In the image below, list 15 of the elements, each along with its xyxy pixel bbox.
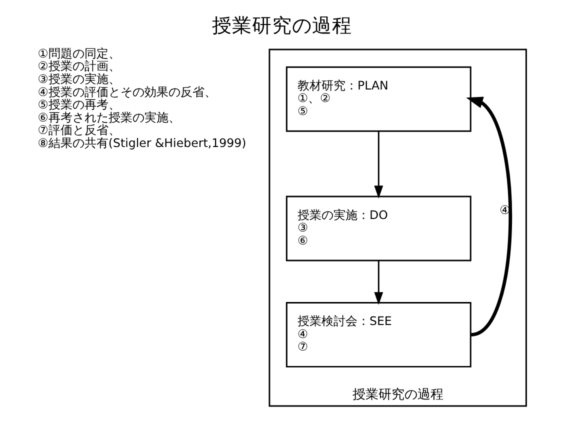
node-box: 授業検討会：SEE ④ ⑦ [285, 302, 471, 368]
arrow [374, 131, 383, 198]
diagram-title: 授業研究の過程 [212, 14, 352, 37]
node-box: 教材研究：PLAN ①、② ⑤ [285, 66, 471, 132]
node-box: 授業の実施：DO ③ ⑥ [285, 196, 471, 262]
label: ④授業の評価とその効果の反省、 [37, 84, 216, 99]
label: ②授業の計画、 [37, 59, 120, 74]
label: ⑤授業の再考、 [37, 98, 120, 112]
arrow [374, 260, 383, 305]
label: ⑧結果の共有(Stigler &Hiebert,1999) [37, 136, 246, 150]
label: ⑦評価と反省、 [37, 123, 120, 138]
arrow [466, 96, 512, 336]
label: ⑥再考された授業の実施、 [37, 110, 180, 124]
label: ①問題の同定、 [37, 46, 120, 60]
label: ③授業の実施、 [37, 72, 120, 86]
